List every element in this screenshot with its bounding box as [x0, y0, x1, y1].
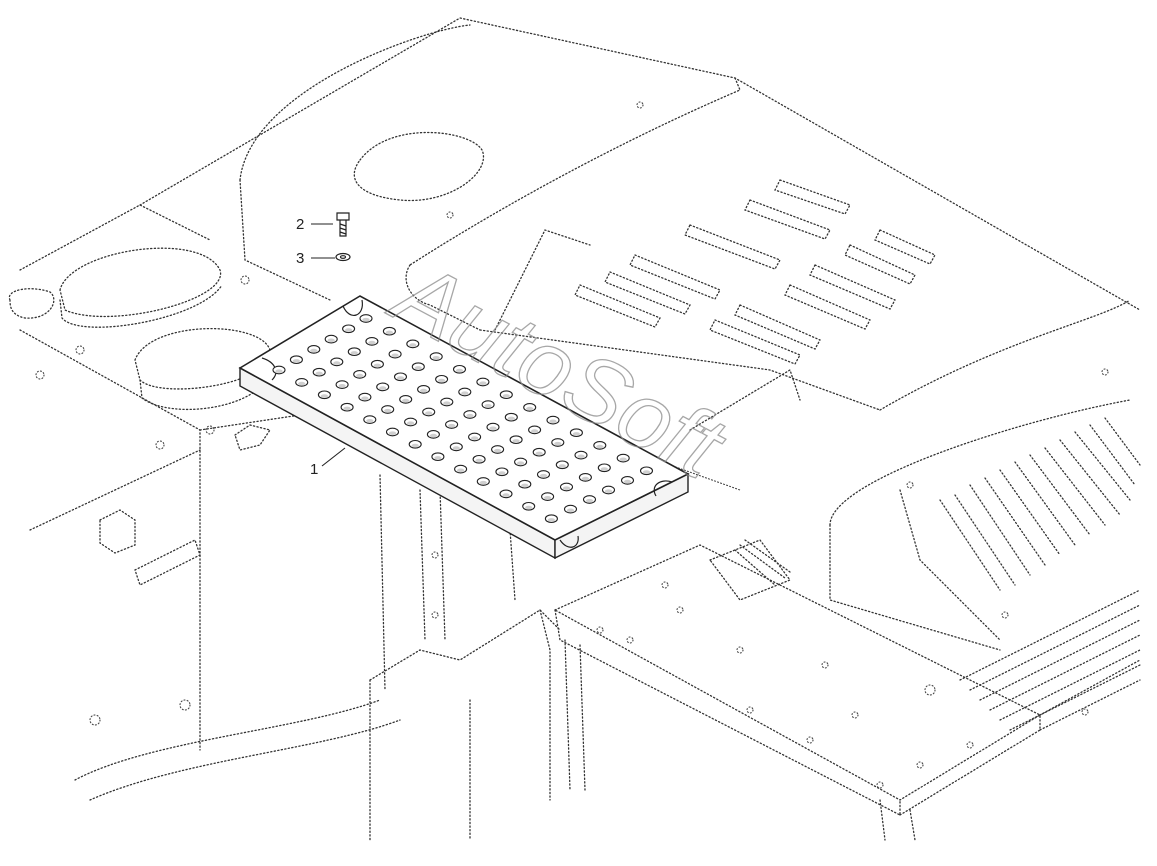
plate-hole-shadow: [425, 411, 433, 416]
plate-hole-shadow: [489, 426, 497, 431]
plate-hole-shadow: [455, 368, 464, 373]
plate-hole-shadow: [396, 376, 405, 380]
plate-hole-shadow: [554, 441, 562, 446]
plate-hole-shadow: [443, 401, 451, 406]
plate-hole-shadow: [562, 486, 571, 491]
plate-hole-shadow: [385, 330, 393, 335]
plate-hole-shadow: [572, 432, 581, 436]
plate-hole-shadow: [475, 458, 483, 463]
plate-hole-shadow: [315, 371, 323, 376]
plate-hole-shadow: [531, 429, 539, 433]
plate-hole-shadow: [507, 416, 515, 421]
machine-body-outline: [8, 17, 1141, 841]
plate-hole-shadow: [623, 479, 632, 484]
plate-hole-shadow: [368, 340, 376, 345]
callout-1: 1: [310, 447, 346, 478]
plate-hole-shadow: [466, 413, 474, 418]
plate-hole-shadow: [461, 391, 469, 396]
plate-hole-shadow: [494, 448, 502, 453]
plate-hole-shadow: [566, 508, 575, 513]
callout-2-number: 2: [296, 216, 304, 233]
plate-hole-shadow: [600, 467, 608, 471]
plate-hole-shadow: [512, 439, 520, 443]
plate-hole-shadow: [521, 483, 529, 488]
plate-hole-shadow: [517, 461, 525, 466]
plate-hole-shadow: [402, 398, 410, 403]
plate-hole-shadow: [498, 471, 506, 475]
plate-hole-shadow: [298, 381, 306, 386]
plate-hole-shadow: [479, 480, 487, 485]
plate-hole-shadow: [388, 431, 397, 436]
plate-hole-shadow: [471, 436, 479, 441]
plate-hole-shadow: [338, 384, 346, 388]
vent-slots-right: [939, 417, 1141, 591]
callout-3: 3: [296, 250, 335, 267]
plate-hole-shadow: [432, 356, 440, 360]
vent-slots-upper: [574, 179, 936, 365]
plate-hole-shadow: [350, 351, 358, 355]
plate-hole-shadow: [361, 396, 369, 401]
plate-hole-shadow: [549, 419, 557, 424]
plate-hole-shadow: [379, 386, 387, 390]
plate-hole-shadow: [434, 456, 442, 460]
plate-hole-shadow: [356, 373, 364, 378]
plate-hole-shadow: [366, 419, 374, 423]
plate-hole-shadow: [539, 473, 548, 478]
plate-hole-shadow: [535, 451, 543, 456]
plate-hole-shadow: [345, 328, 353, 332]
plate-hole-shadow: [310, 348, 318, 353]
plate-hole-shadow: [411, 443, 419, 448]
plate-hole-shadow: [391, 353, 399, 358]
plate-hole-shadow: [502, 394, 510, 398]
grille-lower-right: [959, 589, 1141, 731]
callout-2: 2: [296, 216, 333, 233]
plate-hole-shadow: [525, 505, 533, 510]
plate-hole-shadow: [384, 408, 392, 413]
plate-hole-shadow: [448, 423, 456, 428]
plate-hole-shadow: [604, 489, 613, 494]
callout-1-number: 1: [310, 461, 318, 478]
plate-hole-shadow: [333, 361, 341, 365]
plate-hole-shadow: [596, 444, 604, 449]
plate-hole-shadow: [585, 498, 594, 503]
plate-hole-shadow: [457, 468, 465, 473]
body-fasteners: [35, 101, 1109, 789]
plate-hole-shadow: [452, 446, 460, 450]
plate-hole-shadow: [581, 476, 590, 481]
plate-hole-shadow: [409, 343, 417, 347]
callout-3-number: 3: [296, 250, 304, 267]
plate-hole-shadow: [320, 394, 328, 398]
plate-hole-shadow: [407, 421, 415, 426]
plate-hole-shadow: [414, 366, 422, 370]
step-plate-holes: [272, 314, 654, 524]
plate-hole-shadow: [577, 454, 585, 459]
plate-hole-shadow: [547, 518, 556, 522]
plate-hole-shadow: [292, 359, 300, 363]
plate-hole-shadow: [502, 493, 510, 497]
plate-hole-shadow: [438, 378, 446, 383]
step-plate: [238, 295, 690, 560]
plate-hole-shadow: [420, 388, 428, 393]
plate-hole-shadow: [526, 406, 534, 411]
plate-hole-shadow: [429, 433, 437, 438]
plate-hole-shadow: [362, 317, 370, 322]
plate-hole-shadow: [479, 381, 487, 386]
plate-hole-shadow: [373, 363, 381, 368]
plate-hole-shadow: [544, 496, 552, 500]
plate-hole-shadow: [343, 406, 351, 411]
plate-hole-shadow: [275, 369, 283, 374]
bolt: [336, 212, 350, 237]
plate-hole-shadow: [327, 338, 335, 343]
step-plate-top-face: [238, 295, 690, 541]
plate-hole-shadow: [619, 457, 627, 462]
plate-hole-shadow: [642, 470, 651, 474]
washer: [335, 252, 351, 262]
plate-hole-shadow: [484, 404, 492, 408]
plate-hole-shadow: [558, 464, 566, 468]
